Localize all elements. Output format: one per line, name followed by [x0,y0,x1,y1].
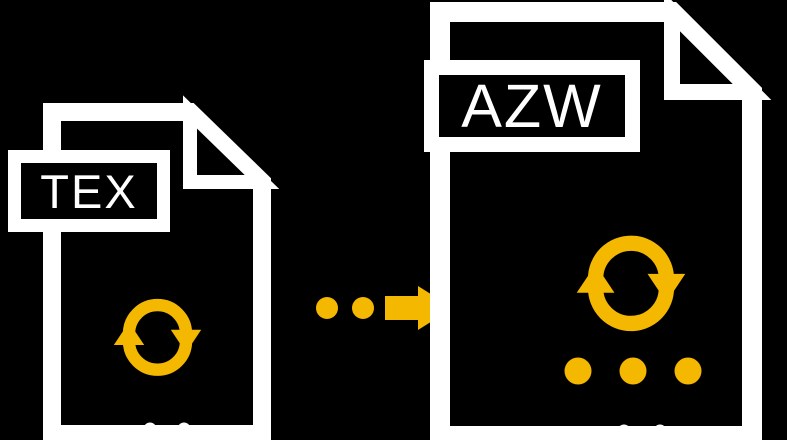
arrow-dot [352,297,374,319]
folded-corner-icon [664,0,772,100]
refresh-arrowhead [113,322,145,345]
arrow-shaft [385,296,418,320]
source-format-label: TEX [40,164,138,218]
target-format-label-box: AZW [424,60,640,152]
refresh-arc-top [122,299,193,334]
file-bottom-dot [653,424,667,438]
ellipsis-dot [619,357,647,385]
file-bottom-dot [143,422,157,436]
source-format-label-box: TEX [8,150,170,232]
target-format-label: AZW [461,71,603,140]
refresh-icon [113,299,202,376]
refresh-arc-bottom [587,287,675,332]
arrow-dot [316,297,338,319]
refresh-icon [576,235,686,332]
ellipsis-dot [674,357,702,385]
ellipsis-dots-icon [564,357,702,385]
refresh-arc-bottom [122,340,193,376]
refresh-arc-top [587,235,675,280]
refresh-arrowhead [170,329,202,353]
file-bottom-dot [177,422,191,436]
ellipsis-dot [564,357,592,385]
folded-corner-icon [183,95,280,189]
file-bottom-dot [617,424,631,438]
refresh-arrowhead [576,264,615,293]
